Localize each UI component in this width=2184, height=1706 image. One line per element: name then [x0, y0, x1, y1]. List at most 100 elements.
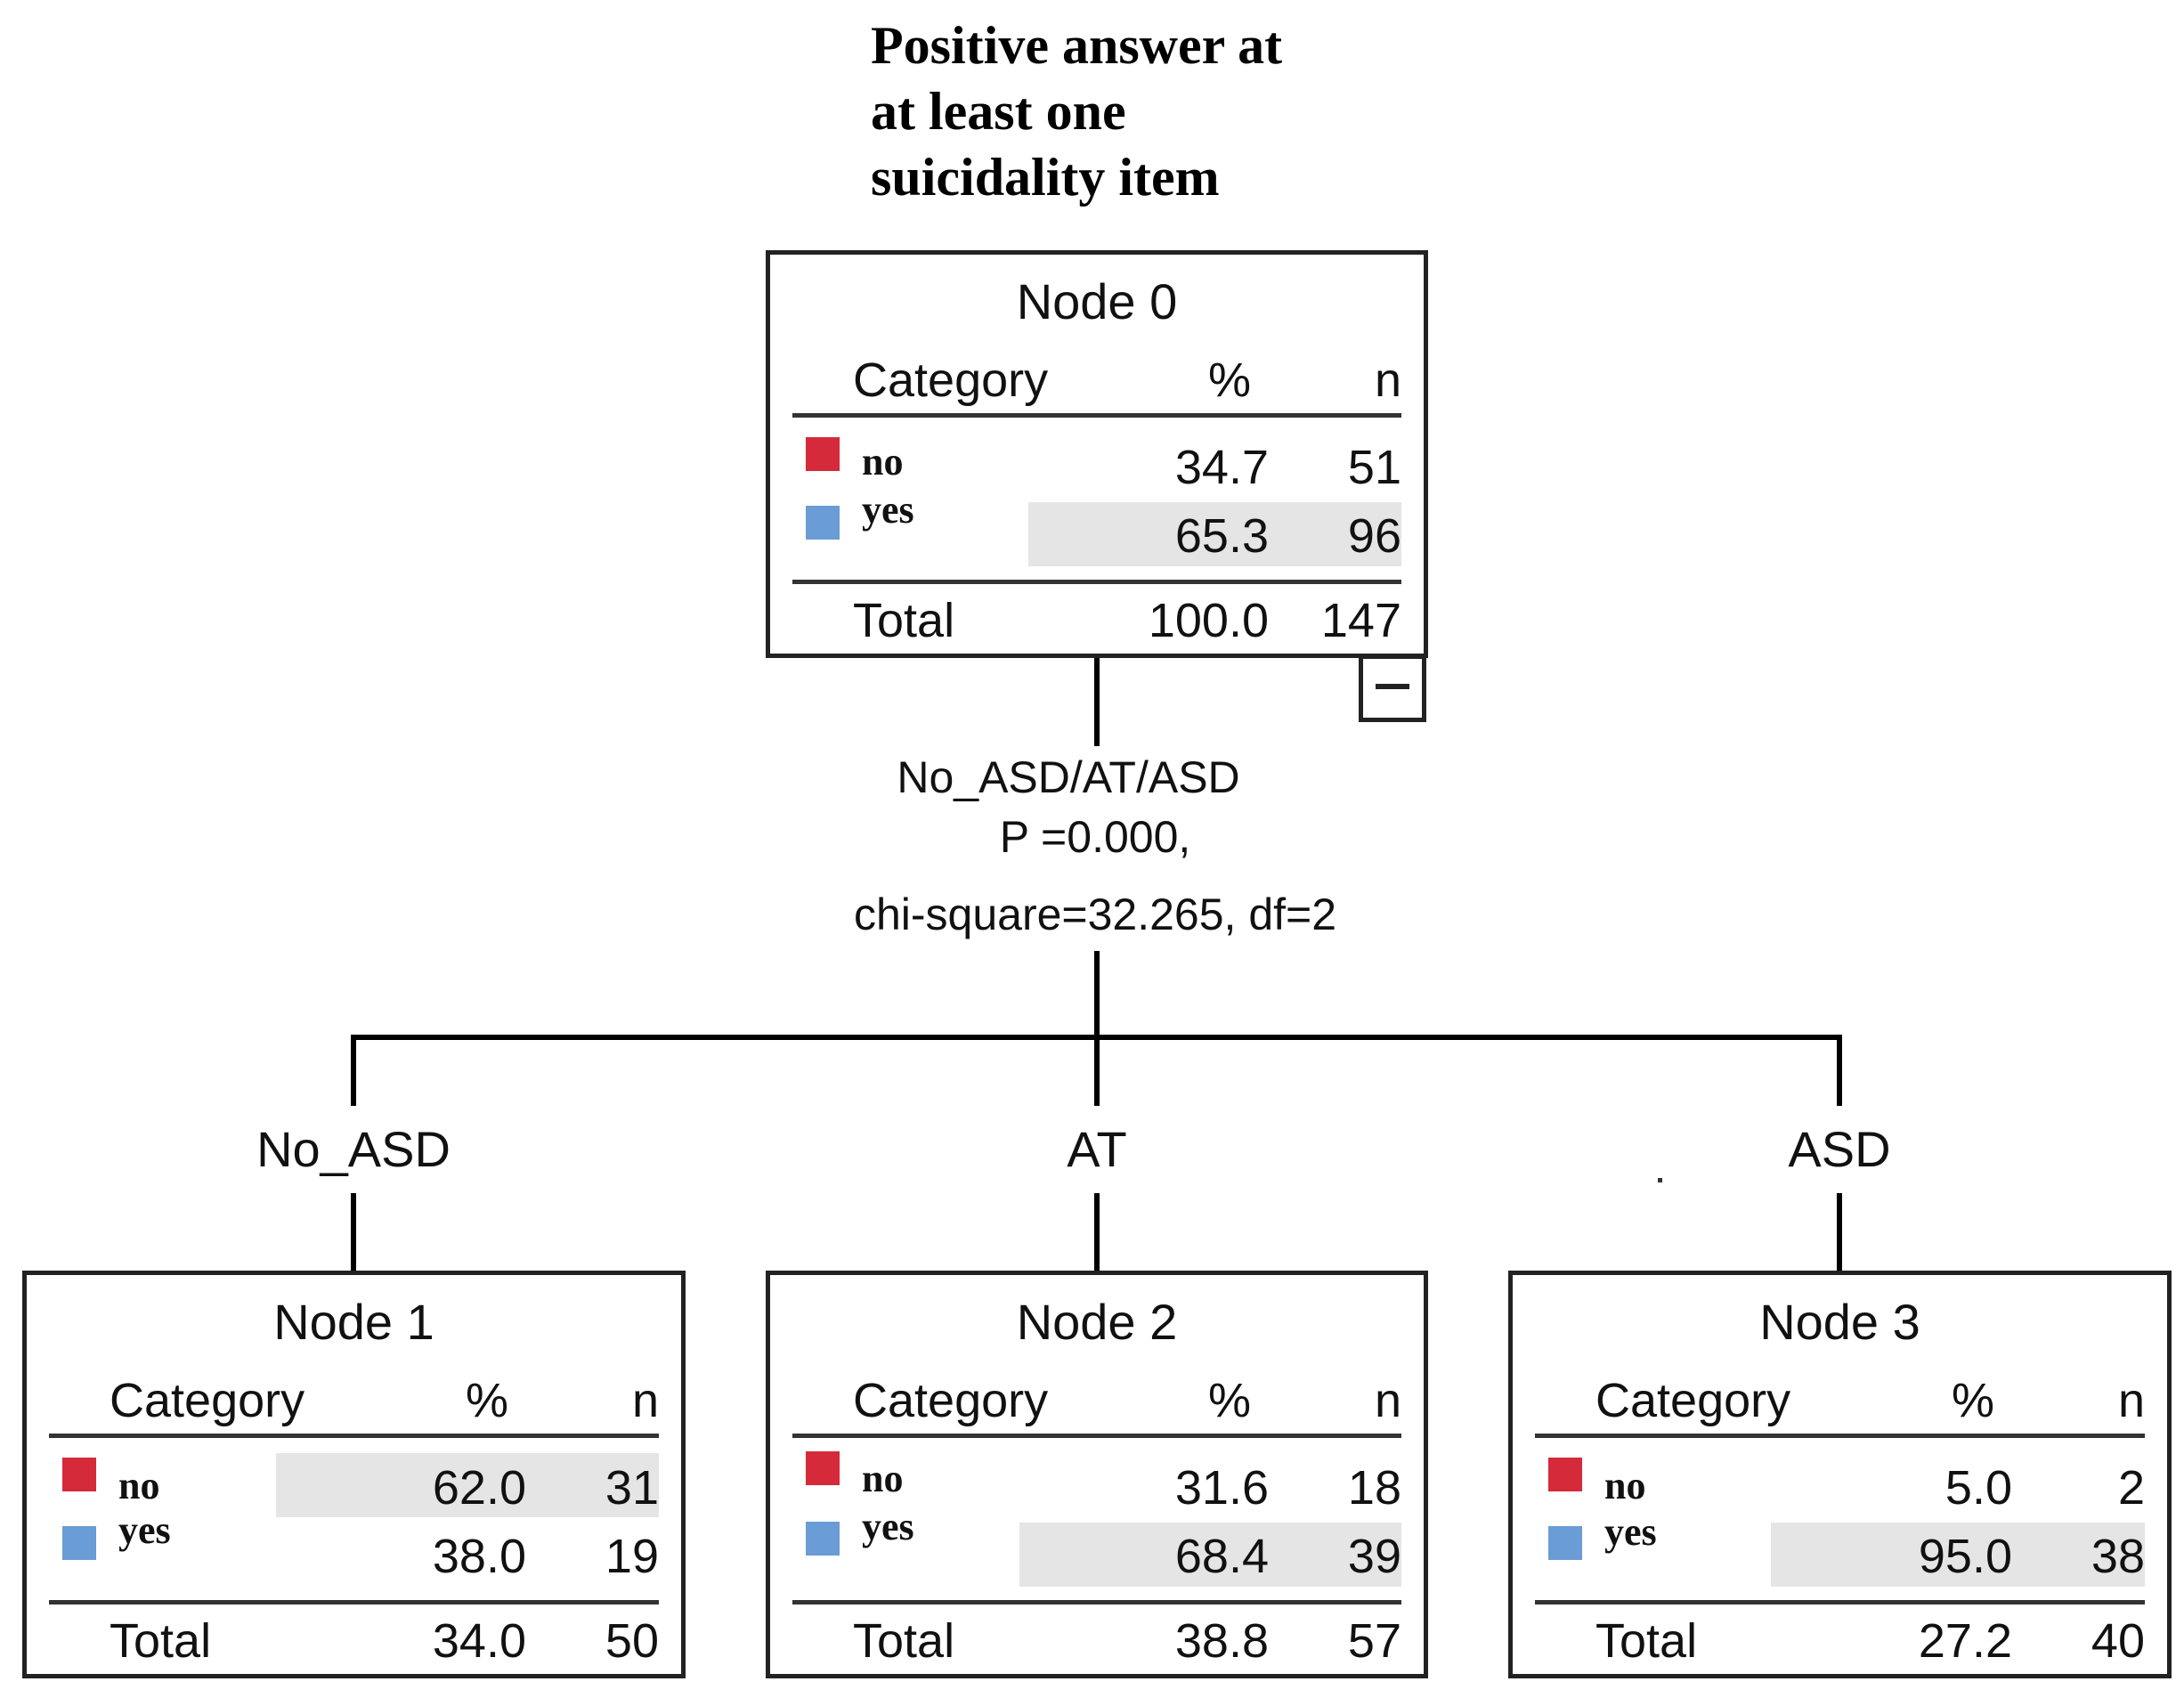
row-highlight [1771, 1523, 2145, 1587]
branch-drop-node-2-lower [1094, 1193, 1100, 1273]
row-total: Total 27.2 40 [1513, 1613, 2167, 1669]
header-category: Category [1595, 1374, 1791, 1427]
node-0[interactable]: Node 0 Category % n no yes 34.7 51 65.3 … [766, 250, 1428, 658]
no-color-swatch [1548, 1458, 1582, 1491]
no-percent: 31.6 [1174, 1461, 1269, 1515]
total-rule [792, 1600, 1401, 1604]
no-color-swatch [806, 437, 840, 471]
yes-color-swatch [806, 1522, 840, 1556]
header-count: n [2117, 1374, 2145, 1427]
yes-count: 19 [605, 1530, 659, 1583]
row-highlight [1028, 502, 1401, 566]
row-no: 34.7 51 [770, 440, 1424, 495]
node-header: Category % n [770, 1373, 1424, 1428]
yes-label: yes [862, 1505, 914, 1548]
branch-label-at: AT [1067, 1121, 1127, 1177]
yes-color-swatch [62, 1526, 96, 1560]
node-3[interactable]: Node 3 Category % n no yes 5.0 2 95.0 38… [1508, 1271, 2172, 1678]
row-no: 31.6 18 [770, 1460, 1424, 1515]
header-percent: % [465, 1374, 508, 1427]
title-line-3: suicidality item [871, 148, 1220, 207]
no-count: 18 [1347, 1461, 1401, 1515]
branch-label-no-asd: No_ASD [256, 1121, 451, 1177]
yes-count: 38 [2091, 1530, 2145, 1583]
header-rule [792, 1434, 1401, 1438]
row-yes: 68.4 39 [770, 1529, 1424, 1584]
total-rule [1535, 1600, 2145, 1604]
header-count: n [1374, 353, 1401, 407]
row-yes: 95.0 38 [1513, 1529, 2167, 1584]
split-connector [1094, 951, 1100, 1040]
row-highlight [276, 1453, 659, 1517]
branch-drop-node-1-upper [351, 1035, 356, 1106]
branch-drop-node-3-lower [1837, 1193, 1842, 1273]
yes-percent: 65.3 [1174, 509, 1269, 563]
node-1[interactable]: Node 1 Category % n no yes 62.0 31 38.0 … [22, 1271, 686, 1678]
row-total: Total 34.0 50 [27, 1613, 681, 1669]
header-percent: % [1951, 1374, 1994, 1427]
row-no: 5.0 2 [1513, 1460, 2167, 1515]
node-title: Node 0 [1016, 273, 1178, 329]
branch-label-asd: ASD [1788, 1121, 1891, 1177]
row-yes: 38.0 19 [27, 1529, 681, 1584]
total-rule [49, 1600, 659, 1604]
no-count: 31 [605, 1461, 659, 1515]
header-count: n [1374, 1374, 1401, 1427]
yes-label: yes [862, 488, 914, 532]
total-count: 57 [1347, 1614, 1401, 1668]
no-label: no [1604, 1464, 1646, 1507]
row-total: Total 38.8 57 [770, 1613, 1424, 1669]
split-p-value: P =0.000, [999, 812, 1191, 862]
split-stats: chi-square=32.265, df=2 [853, 890, 1337, 939]
branch-drop-node-3-upper [1837, 1035, 1842, 1106]
no-label: no [862, 1457, 904, 1500]
row-highlight [1019, 1523, 1401, 1587]
header-percent: % [1207, 353, 1251, 407]
row-yes: 65.3 96 [770, 508, 1424, 564]
no-label: no [118, 1464, 160, 1507]
no-color-swatch [806, 1451, 840, 1485]
header-category: Category [853, 353, 1049, 407]
header-category: Category [110, 1374, 305, 1427]
node-header: Category % n [27, 1373, 681, 1428]
header-rule [1535, 1434, 2145, 1438]
split-variable: No_ASD/AT/ASD [897, 752, 1240, 802]
yes-color-swatch [1548, 1526, 1582, 1560]
no-color-swatch [62, 1458, 96, 1491]
no-count: 51 [1347, 441, 1401, 494]
total-label: Total [110, 1614, 212, 1668]
total-percent: 38.8 [1174, 1614, 1269, 1668]
total-label: Total [853, 594, 955, 647]
no-percent: 5.0 [1944, 1461, 2012, 1515]
branch-drop-node-2-upper [1094, 1035, 1100, 1106]
node-header: Category % n [770, 353, 1424, 408]
total-count: 40 [2091, 1614, 2145, 1668]
row-total: Total 100.0 147 [770, 593, 1424, 648]
node-2[interactable]: Node 2 Category % n no yes 31.6 18 68.4 … [766, 1271, 1428, 1678]
yes-label: yes [1604, 1510, 1657, 1554]
collapse-node-button[interactable] [1359, 654, 1426, 722]
total-percent: 100.0 [1148, 594, 1269, 647]
header-rule [792, 413, 1401, 418]
no-count: 2 [2117, 1461, 2145, 1515]
title-line-2: at least one [871, 82, 1126, 141]
header-percent: % [1207, 1374, 1251, 1427]
yes-count: 96 [1347, 509, 1401, 563]
total-label: Total [853, 1614, 955, 1668]
branch-drop-node-1-lower [351, 1193, 356, 1273]
stray-dot [1658, 1178, 1662, 1182]
node-title: Node 3 [1759, 1294, 1920, 1350]
header-count: n [631, 1374, 659, 1427]
total-label: Total [1595, 1614, 1698, 1668]
yes-percent: 95.0 [1918, 1530, 2012, 1583]
row-no: 62.0 31 [27, 1460, 681, 1515]
yes-count: 39 [1347, 1530, 1401, 1583]
header-rule [49, 1434, 659, 1438]
no-percent: 34.7 [1174, 441, 1269, 494]
header-category: Category [853, 1374, 1049, 1427]
minus-icon [1376, 684, 1409, 689]
title-line-1: Positive answer at [871, 16, 1283, 75]
root-connector [1094, 657, 1100, 746]
yes-color-swatch [806, 506, 840, 540]
node-header: Category % n [1513, 1373, 2167, 1428]
